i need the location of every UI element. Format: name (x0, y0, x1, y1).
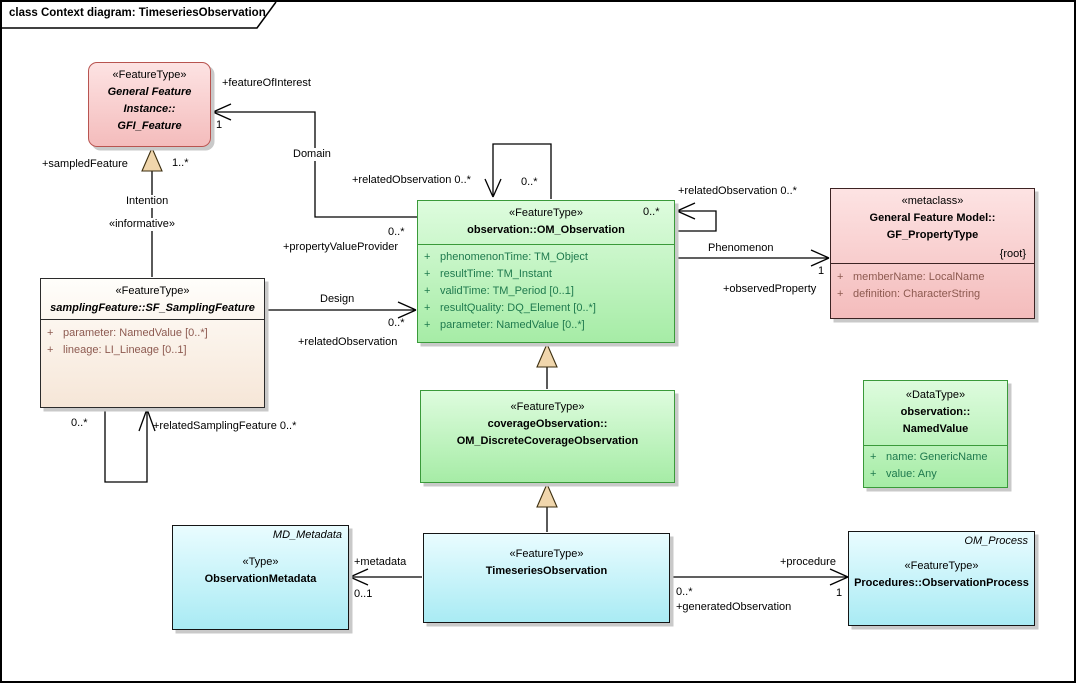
phenomenon-arrowhead (810, 249, 830, 267)
class-name: observation:: (900, 406, 971, 418)
attribute: + resultTime: TM_Instant (424, 268, 552, 280)
compartment-divider (831, 263, 1034, 264)
class-om-discrete-coverage-observation[interactable]: «FeatureType» coverageObservation:: OM_D… (420, 390, 675, 483)
multiplicity-label: 0..* (643, 206, 660, 218)
attribute: + definition: CharacterString (837, 288, 981, 300)
parent-class-label: OM_Process (964, 535, 1028, 547)
root-tag: {root} (999, 248, 1026, 260)
class-name: observation::OM_Observation (467, 224, 625, 236)
multiplicity-label: 0..* (388, 317, 405, 329)
role-label-feature-of-interest: +featureOfInterest (222, 77, 311, 89)
related-sampling-feature-loop (104, 408, 148, 483)
stereotype: «FeatureType» (112, 69, 187, 81)
attribute: + validTime: TM_Period [0..1] (424, 285, 574, 297)
role-label-observed-property: +observedProperty (723, 283, 817, 295)
diagram-title-tab (2, 1, 277, 29)
role-label-property-value-provider: +propertyValueProvider (283, 241, 399, 253)
related-sampling-feature-arrowhead (138, 408, 156, 432)
procedure-arrowhead (829, 568, 849, 586)
class-timeseries-observation[interactable]: «FeatureType» TimeseriesObservation (423, 533, 670, 623)
related-observation-top-loop (492, 143, 552, 199)
multiplicity-label: 1 (836, 587, 843, 599)
attribute: + resultQuality: DQ_Element [0..*] (424, 302, 596, 314)
class-name: samplingFeature::SF_SamplingFeature (50, 302, 255, 314)
design-arrowhead (397, 301, 417, 319)
role-label-related-observation-right: +relatedObservation 0..* (678, 185, 797, 197)
attribute: + name: GenericName (870, 451, 988, 463)
role-label-procedure: +procedure (780, 556, 836, 568)
attribute: + value: Any (870, 468, 937, 480)
stereotype: «FeatureType» (115, 285, 190, 297)
domain-association-line (213, 111, 417, 218)
class-name: NamedValue (902, 423, 969, 435)
multiplicity-label: 0..1 (354, 588, 373, 600)
stereotype: «FeatureType» (509, 207, 583, 219)
multiplicity-label: 0..* (676, 586, 693, 598)
generalization-triangle-om (536, 342, 558, 368)
class-name: GF_PropertyType (886, 229, 979, 241)
class-named-value[interactable]: «DataType» observation:: NamedValue + na… (863, 380, 1008, 488)
class-name: GFI_Feature (117, 120, 182, 132)
stereotype: «FeatureType» (510, 401, 585, 413)
attribute: + parameter: NamedValue [0..*] (424, 319, 585, 331)
related-observation-right-arrowhead (676, 202, 696, 220)
class-name: ObservationMetadata (204, 573, 317, 585)
role-label-sampled-feature: +sampledFeature (42, 158, 128, 170)
multiplicity-label: 0..* (71, 417, 88, 429)
class-name: coverageObservation:: (487, 418, 608, 430)
association-name-design: Design (320, 293, 355, 305)
role-label-generated-observation: +generatedObservation (676, 601, 792, 613)
class-observation-metadata[interactable]: MD_Metadata «Type» ObservationMetadata (172, 525, 349, 630)
association-name-domain: Domain (290, 148, 334, 161)
stereotype: «metaclass» (901, 195, 964, 207)
stereotype: «FeatureType» (509, 548, 584, 560)
stereotype: «Type» (242, 556, 279, 568)
intention-triangle-arrowhead (141, 146, 163, 172)
class-gf-property-type[interactable]: «metaclass» General Feature Model:: GF_P… (830, 188, 1035, 319)
class-sf-sampling-feature[interactable]: «FeatureType» samplingFeature::SF_Sampli… (40, 278, 265, 408)
class-gfi-feature[interactable]: «FeatureType» General Feature Instance::… (88, 62, 211, 147)
class-name: TimeseriesObservation (485, 565, 608, 577)
stereotype-label-informative: «informative» (106, 218, 179, 231)
multiplicity-label: 1..* (172, 157, 189, 169)
class-name: General Feature (107, 86, 192, 98)
class-name: Procedures::ObservationProcess (854, 577, 1029, 589)
class-name: General Feature Model:: (869, 212, 996, 224)
class-name: OM_DiscreteCoverageObservation (456, 435, 639, 447)
stereotype: «FeatureType» (904, 560, 979, 572)
attribute: + phenomenonTime: TM_Object (424, 251, 588, 263)
parent-class-label: MD_Metadata (272, 529, 342, 541)
class-observation-process[interactable]: OM_Process «FeatureType» Procedures::Obs… (848, 531, 1035, 626)
role-label-metadata: +metadata (354, 556, 407, 568)
class-name: Instance:: (123, 103, 176, 115)
attribute: + parameter: NamedValue [0..*] (47, 327, 208, 339)
compartment-divider (418, 244, 674, 245)
stereotype: «DataType» (905, 389, 966, 401)
class-om-observation[interactable]: «FeatureType» observation::OM_Observatio… (417, 200, 675, 343)
association-name-intention: Intention (123, 195, 172, 208)
role-label-related-observation-top: +relatedObservation 0..* (352, 174, 471, 186)
role-label-related-observation-left: +relatedObservation (298, 336, 398, 348)
attribute: + lineage: LI_Lineage [0..1] (47, 344, 187, 356)
multiplicity-label: 1 (216, 119, 223, 131)
related-observation-right-loop (675, 210, 717, 232)
multiplicity-label: 0..* (388, 226, 405, 238)
multiplicity-label: 0..* (521, 176, 538, 188)
related-observation-top-arrowhead (484, 178, 502, 198)
domain-arrowhead (212, 103, 232, 121)
compartment-divider (41, 319, 264, 320)
compartment-divider (864, 445, 1007, 446)
multiplicity-label: 1 (818, 265, 825, 277)
association-name-phenomenon: Phenomenon (708, 242, 774, 254)
diagram-title: class Context diagram: TimeseriesObserva… (9, 7, 266, 19)
generalization-triangle-dco (536, 482, 558, 508)
role-label-related-sampling-feature: +relatedSamplingFeature 0..* (153, 420, 297, 432)
metadata-arrowhead (349, 568, 369, 586)
attribute: + memberName: LocalName (837, 271, 985, 283)
